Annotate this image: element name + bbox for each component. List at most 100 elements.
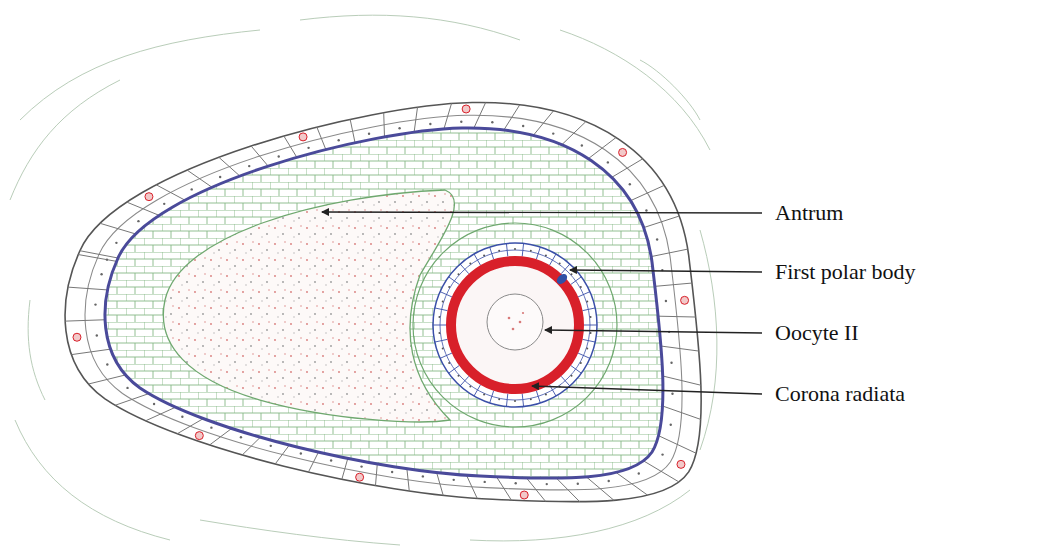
cell-nucleus xyxy=(608,480,610,482)
cell-wall xyxy=(582,339,595,342)
part-label: Antrum xyxy=(775,200,843,226)
cell-wall xyxy=(533,111,553,135)
connective-tissue xyxy=(10,15,717,545)
cell-nucleus xyxy=(453,479,455,481)
antrum-cavity xyxy=(163,190,454,422)
cell-nucleus xyxy=(153,403,155,405)
cell-nucleus xyxy=(552,132,554,134)
cell-nucleus xyxy=(656,238,658,240)
cell-wall xyxy=(449,366,460,374)
cell-nucleus xyxy=(360,465,362,467)
fiber xyxy=(200,520,400,545)
cell-wall xyxy=(209,428,231,445)
cell-nucleus xyxy=(590,316,592,318)
capillary xyxy=(520,491,528,499)
cell-wall xyxy=(616,472,648,495)
cell-wall xyxy=(522,243,523,256)
cell-nucleus xyxy=(498,250,500,252)
cell-wall xyxy=(440,353,452,358)
cell-nucleus xyxy=(483,393,485,395)
polar-body xyxy=(555,272,569,286)
part-label: Oocyte II xyxy=(775,320,859,346)
cell-wall xyxy=(630,185,664,200)
cell-nucleus xyxy=(586,347,588,349)
cell-wall xyxy=(651,249,688,256)
chromatin-dot xyxy=(512,328,515,331)
cell-wall xyxy=(251,146,268,166)
cell-wall xyxy=(317,127,326,149)
cell-nucleus xyxy=(448,362,450,364)
cell-wall xyxy=(187,170,212,187)
cell-nucleus xyxy=(442,347,444,349)
cell-nucleus xyxy=(307,147,309,149)
cell-wall xyxy=(89,375,126,384)
leader-line xyxy=(570,270,762,272)
cell-nucleus xyxy=(545,255,547,257)
cell-nucleus xyxy=(191,188,193,190)
cell-nucleus xyxy=(570,273,572,275)
cell-wall xyxy=(536,391,540,403)
cell-nucleus xyxy=(661,453,663,455)
cumulus-oophorus xyxy=(413,223,617,427)
cell-wall xyxy=(659,436,697,454)
cell-wall xyxy=(612,159,643,178)
cell-wall xyxy=(504,105,520,130)
cell-wall xyxy=(115,394,149,406)
cell-nucleus xyxy=(368,133,370,135)
cell-nucleus xyxy=(514,400,516,402)
cell-wall xyxy=(474,103,486,128)
cell-nucleus xyxy=(530,398,532,400)
cell-nucleus xyxy=(391,471,393,473)
cell-nucleus xyxy=(590,332,592,334)
leader-line xyxy=(545,330,762,333)
cell-nucleus xyxy=(438,316,440,318)
cell-wall xyxy=(643,461,678,482)
cell-nucleus xyxy=(545,393,547,395)
capillary xyxy=(677,460,685,468)
cell-nucleus xyxy=(483,481,485,483)
cell-wall xyxy=(449,277,460,285)
cell-wall xyxy=(437,473,444,496)
cell-nucleus xyxy=(458,273,460,275)
cell-wall xyxy=(661,346,699,351)
cell-wall xyxy=(490,391,494,403)
cell-wall xyxy=(100,223,136,234)
theca-cells xyxy=(65,103,701,502)
corona-cells xyxy=(433,243,597,406)
cell-wall xyxy=(440,292,452,297)
capillary xyxy=(145,193,153,201)
cell-nucleus xyxy=(398,127,400,129)
cell-nucleus xyxy=(469,385,471,387)
cell-nucleus xyxy=(429,123,431,125)
capillary xyxy=(195,432,203,440)
cell-nucleus xyxy=(210,426,212,428)
cell-nucleus xyxy=(469,263,471,265)
cell-wall xyxy=(383,113,385,137)
capillary xyxy=(356,473,364,481)
cell-wall xyxy=(407,469,409,491)
cell-wall xyxy=(275,445,289,464)
fiber xyxy=(700,230,717,450)
cell-nucleus xyxy=(126,387,128,389)
cell-nucleus xyxy=(94,303,96,305)
cell-wall xyxy=(571,277,582,285)
cell-wall xyxy=(556,478,579,502)
cell-nucleus xyxy=(559,263,561,265)
cell-wall xyxy=(582,308,595,311)
cell-wall xyxy=(146,407,176,421)
cell-wall xyxy=(342,458,348,479)
capillary xyxy=(681,296,689,304)
cell-wall xyxy=(65,320,105,321)
fiber xyxy=(20,30,260,120)
cell-wall xyxy=(460,376,469,386)
cell-wall xyxy=(78,255,116,262)
cell-wall xyxy=(536,247,540,259)
cell-wall xyxy=(496,477,511,500)
cell-nucleus xyxy=(491,121,493,123)
leader-lines xyxy=(322,212,762,394)
cell-nucleus xyxy=(438,332,440,334)
cell-wall xyxy=(550,254,557,265)
cell-nucleus xyxy=(580,362,582,364)
corona-inner-line xyxy=(440,250,590,400)
